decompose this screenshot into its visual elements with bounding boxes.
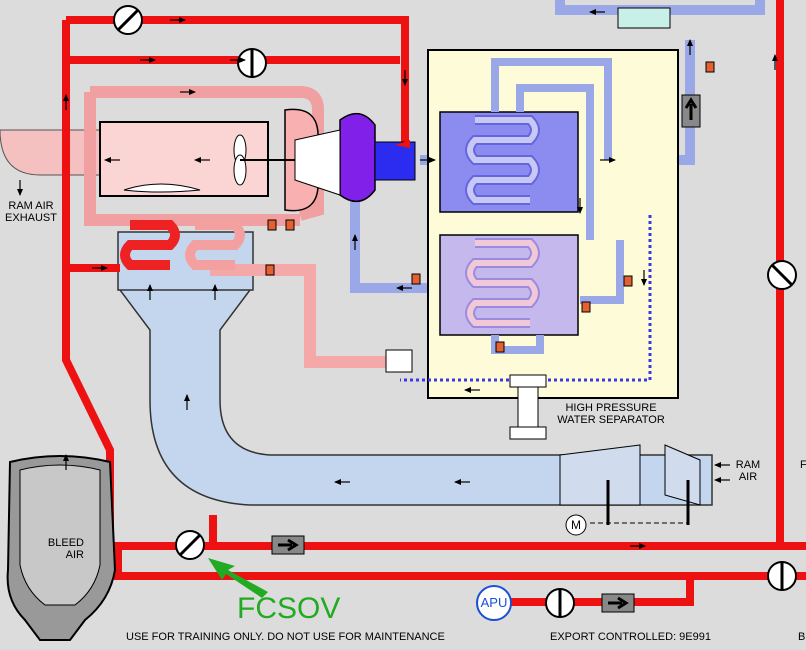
hp-water-separator-line1: HIGH PRESSURE [565,402,657,414]
ram-air-inlet-doors [559,444,701,525]
turbine-icon [284,108,341,212]
hp-water-separator-line2: WATER SEPARATOR [557,414,665,426]
partial-bottom-right-label: B [798,631,806,643]
flow-arrows [17,9,778,549]
fcsov-valve-icon[interactable] [175,530,205,560]
condenser-core [439,111,579,213]
reheater-coils [120,220,245,270]
check-valve-icon [271,535,305,555]
reheater-core [439,234,579,336]
ram-air-exhaust-line2: EXHAUST [5,212,57,224]
ram-air-in-line2: AIR [738,471,758,483]
apu-valve-icon[interactable] [545,588,575,618]
inlet-header [395,140,410,148]
valve-icon[interactable] [767,260,797,290]
valve-icon[interactable] [237,48,267,78]
training-notice: USE FOR TRAINING ONLY. DO NOT USE FOR MA… [126,631,445,643]
engine-nacelle-icon [6,455,117,641]
separator-internal-loops [491,58,624,354]
motor-label: M [571,518,581,532]
check-valve-icon [681,94,701,128]
ram-air-exhaust-plume [0,129,101,176]
apu-label: APU [480,595,508,610]
bleed-air-line1: BLEED [47,537,84,549]
fcsov-callout-arrow [208,558,268,598]
sensor-icon [265,61,715,353]
water-drain-line [400,215,652,382]
ram-air-in-label: RAM AIR [730,459,766,483]
water-separator-box [427,49,679,399]
partial-right-label: F [800,459,806,471]
valve-icon[interactable] [767,561,797,591]
ram-air-in-line1: RAM [735,459,761,471]
bleed-air-label: BLEED AIR [30,537,84,561]
fcsov-label: FCSOV [237,592,341,625]
water-separator-unit [385,7,671,440]
apu-icon [476,585,512,621]
ram-air-exhaust-label: RAM AIR EXHAUST [0,200,62,224]
export-notice: EXPORT CONTROLLED: 9E991 [550,631,711,643]
hp-water-separator-label: HIGH PRESSURE WATER SEPARATOR [548,402,674,426]
valve-icon[interactable] [113,5,143,35]
check-valve-icon [601,593,635,613]
motor-icon [565,514,587,536]
ram-air-exhaust-line1: RAM AIR [8,200,54,212]
compressor-icon [339,112,416,203]
fan-icon [233,134,295,186]
bleed-air-line2: AIR [65,549,84,561]
